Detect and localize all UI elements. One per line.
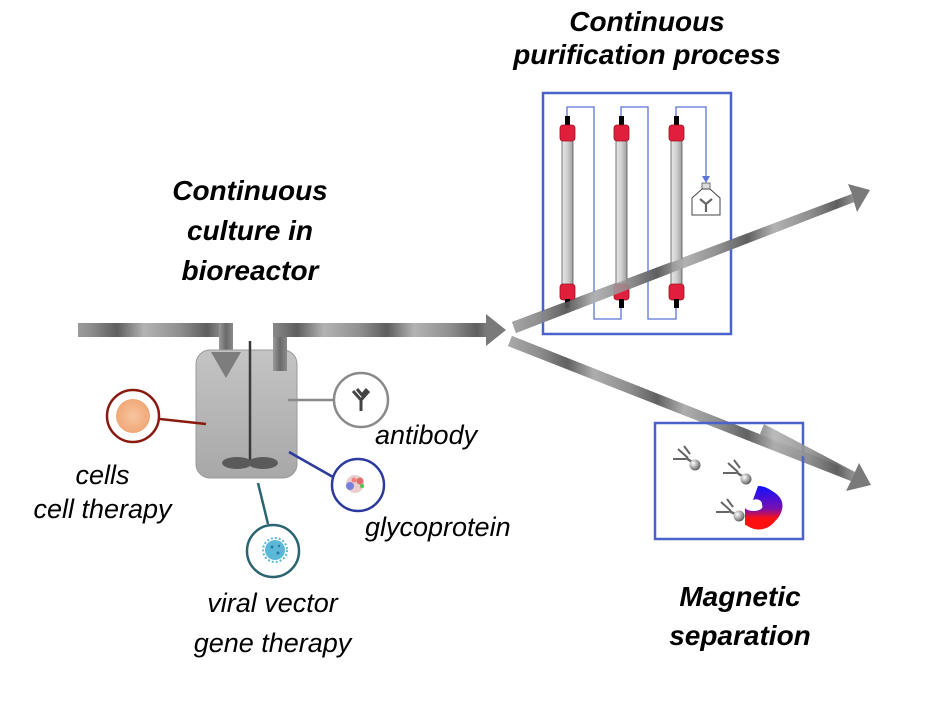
antibody-icon [351,388,371,411]
purification-title-line-2: purification process [513,39,781,70]
column-connector [675,106,707,177]
stirrer-blade-right [248,457,278,469]
cells-label: cells cell therapy [0,458,205,526]
culture-title-line-1: Continuous [172,175,328,206]
magnetic-title: Magnetic separation [640,577,840,655]
glycoprotein-label: glycoprotein [365,510,565,544]
split-arrow-up-overlay [530,194,854,326]
cells-label-line-1: cells [75,460,130,490]
magnet-icon [745,486,783,530]
viral-vector-label-line-1: viral vector [207,588,338,618]
virus-icon [262,537,288,563]
antibody-label-line-1: antibody [375,420,478,450]
cells-label-line-2: cell therapy [33,494,172,524]
culture-title-line-3: bioreactor [181,255,319,286]
antibody-bead-icon [673,445,701,471]
purification-title-line-1: Continuous [569,6,725,37]
chromatography-column-2 [613,116,630,308]
split-arrow-down-overlay [760,424,855,481]
flow-arrow-icon [702,176,710,183]
outlet-arrow-head [486,314,506,346]
magnetic-title-line-2: separation [669,620,811,651]
glycoprotein-label-line-1: glycoprotein [365,512,511,542]
split-arrow-down [508,336,871,491]
magnetic-separation-box [653,421,805,541]
antibody-bead-icon [723,459,752,485]
chromatography-column-3 [668,116,685,308]
chromatography-column-1 [559,116,576,308]
bioreactor [195,341,298,479]
magnetic-title-line-1: Magnetic [679,581,801,612]
glycoprotein-callout [288,450,386,513]
antibody-bead-icon [716,498,745,522]
antibody-label: antibody [375,418,525,452]
viral-vector-label: viral vector gene therapy [155,583,390,663]
stirrer-blade-left [222,457,252,469]
viral-vector-label-line-2: gene therapy [193,628,352,658]
culture-title-line-2: culture in [186,215,313,246]
culture-title: Continuous culture in bioreactor [130,171,370,291]
viral-vector-callout [245,482,301,579]
antibody-callout [288,371,390,429]
collection-bottle-icon [691,182,721,216]
cell-icon [116,399,150,433]
glycoprotein-icon [346,475,364,493]
purification-title: Continuous purification process [462,5,832,71]
cells-callout [105,388,207,444]
outlet-pipe [273,314,506,371]
